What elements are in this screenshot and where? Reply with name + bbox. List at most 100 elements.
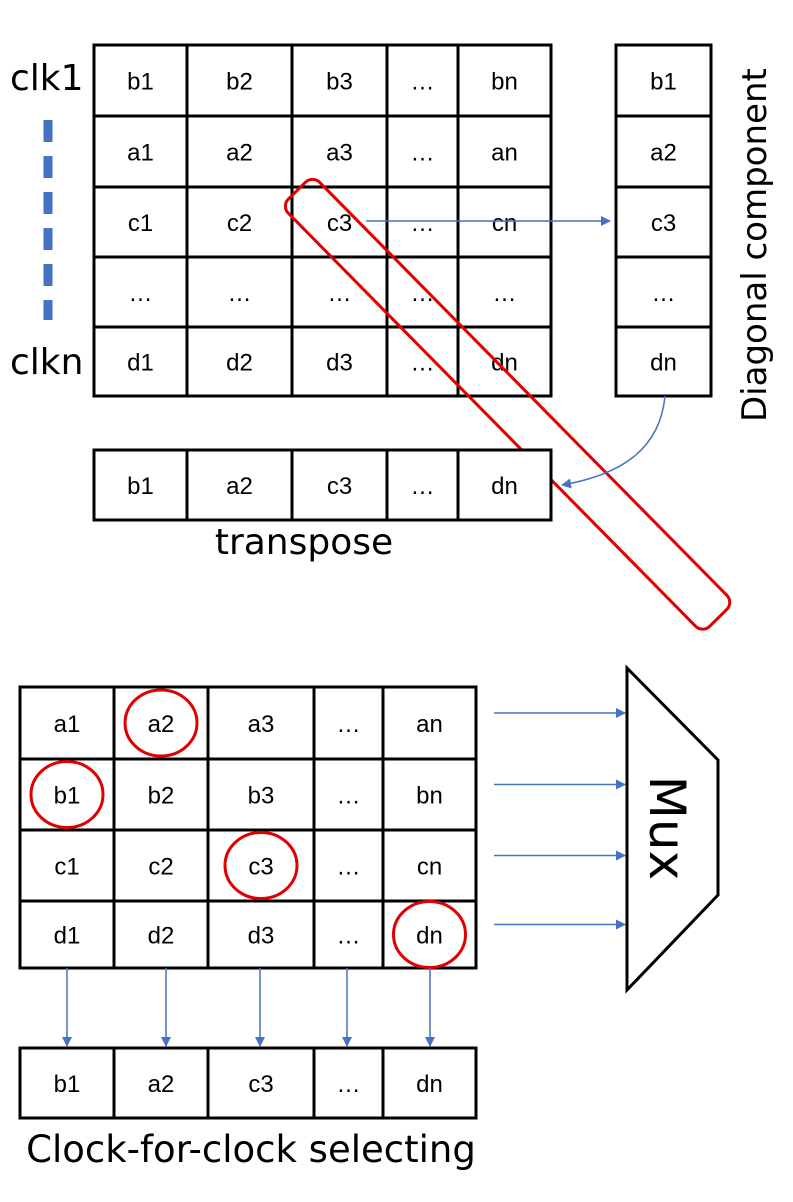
clock-for-clock-caption: Clock-for-clock selecting	[26, 1128, 476, 1171]
bottom-matrix-cell-text: a1	[54, 711, 81, 738]
bottom-matrix-cell-text: …	[337, 923, 361, 950]
top-matrix-cell	[185, 255, 294, 329]
clkn-label: clkn	[10, 342, 83, 383]
bottom-matrix-cell-text: c2	[148, 854, 173, 881]
top-matrix-cell-text: …	[411, 350, 435, 377]
top-matrix-cell-text: a1	[127, 140, 154, 167]
top-matrix-cell-text: b1	[127, 69, 154, 96]
top-matrix-cell	[185, 43, 294, 118]
diagonal-cell	[614, 255, 713, 329]
bottom-matrix-cell-text: …	[337, 783, 361, 810]
transpose-cell-text: …	[411, 473, 435, 500]
bottom-matrix-cell-text: cn	[417, 854, 442, 881]
bottom-matrix-cell	[18, 828, 116, 903]
transpose-cell	[456, 448, 553, 522]
diagonal-cell	[614, 114, 713, 189]
output-cell	[18, 1046, 116, 1120]
top-matrix-cell	[385, 114, 460, 189]
transpose-cell-text: c3	[327, 473, 352, 500]
output-cell-text: dn	[416, 1071, 443, 1098]
output-cell-text: a2	[148, 1071, 175, 1098]
bottom-matrix-cell-text: an	[416, 711, 443, 738]
top-matrix-cell-text: …	[411, 210, 435, 237]
transpose-cell-text: a2	[226, 473, 253, 500]
top-matrix-cell-text: b2	[226, 69, 253, 96]
diagonal-cell	[614, 185, 713, 259]
bottom-matrix-cell-text: c1	[54, 854, 79, 881]
bottom-matrix-cell-text: d2	[148, 923, 175, 950]
top-matrix-cell-text: c1	[128, 210, 153, 237]
transpose-cell	[185, 448, 294, 522]
diagonal-cell-text: a2	[650, 140, 677, 167]
top-matrix-cell	[385, 255, 460, 329]
top-matrix-cell-text: …	[411, 69, 435, 96]
top-matrix-cell	[290, 255, 389, 329]
top-matrix-cell	[456, 185, 553, 259]
output-cell-text: …	[337, 1071, 361, 1098]
output-cell-text: c3	[248, 1071, 273, 1098]
transpose-cell	[92, 448, 189, 522]
bottom-matrix-cell-text: b1	[54, 783, 81, 810]
bottom-matrix-cell-text: b3	[248, 783, 275, 810]
selection-circle	[392, 900, 467, 969]
top-matrix-cell-text: c3	[327, 210, 352, 237]
transpose-label: transpose	[215, 522, 393, 563]
top-matrix-cell-text: …	[411, 140, 435, 167]
output-cell	[381, 1046, 478, 1120]
diagonal-cell-text: …	[652, 280, 676, 307]
transpose-row: b1 a2 c3 … dn	[92, 448, 553, 522]
selection-circle	[223, 831, 299, 900]
top-matrix-cell-text: …	[328, 280, 352, 307]
mux-block	[625, 664, 720, 994]
top-matrix-cell	[385, 325, 460, 398]
bottom-matrix-cell	[206, 757, 316, 832]
column-down-arrows	[62, 968, 435, 1047]
top-matrix-cell-text: …	[493, 280, 517, 307]
selection-circles	[29, 688, 467, 969]
transpose-arrow	[561, 395, 666, 489]
top-matrix-cell-text: d2	[226, 350, 253, 377]
bottom-matrix-cell-text: dn	[416, 923, 443, 950]
bottom-matrix-cell-text: d3	[248, 923, 275, 950]
top-matrix-cell-text: …	[228, 280, 252, 307]
bottom-matrix-cell	[381, 899, 478, 970]
top-matrix-cell-text: a3	[326, 140, 353, 167]
bottom-matrix-cell-text: bn	[416, 783, 443, 810]
transpose-cell-text: dn	[491, 473, 518, 500]
output-row: b1 a2 c3 … dn	[18, 1046, 478, 1120]
bottom-matrix-cell-text: c3	[248, 854, 273, 881]
top-matrix-cell-text: a2	[226, 140, 253, 167]
diagonal-component-label: Diagonal component	[735, 68, 775, 422]
top-matrix-cell	[385, 185, 460, 259]
top-matrix-cell	[92, 43, 189, 118]
bottom-matrix-cell	[206, 685, 316, 761]
bottom-matrix-cell-text: a2	[148, 711, 175, 738]
top-matrix-cell	[290, 325, 389, 398]
clk1-label: clk1	[10, 58, 84, 99]
diagonal-cell-text: b1	[650, 69, 677, 96]
transpose-cell-text: b1	[127, 473, 154, 500]
top-matrix-cell	[92, 325, 189, 398]
top-matrix-cell-text: d3	[326, 350, 353, 377]
bottom-matrix-cell-text: b2	[148, 783, 175, 810]
diagonal-cell-text: dn	[650, 350, 677, 377]
top-matrix-cell-text: c2	[227, 210, 252, 237]
diagonal-highlight-outline	[283, 177, 732, 631]
top-matrix-cell-text: dn	[491, 350, 518, 377]
mux-input-arrows	[494, 708, 626, 930]
top-matrix-cell-text: bn	[491, 69, 518, 96]
bottom-matrix-cell	[381, 828, 478, 903]
output-cell	[112, 1046, 210, 1120]
bottom-matrix-cell-text: d1	[54, 923, 81, 950]
mux-label: Mux	[638, 776, 696, 880]
output-cell-text: b1	[54, 1071, 81, 1098]
transpose-cell	[385, 448, 460, 522]
top-matrix-cell-text: d1	[127, 350, 154, 377]
top-matrix-cell-text: an	[491, 140, 518, 167]
bottom-matrix-cell	[206, 899, 316, 970]
bottom-matrix-cell-text: …	[337, 711, 361, 738]
